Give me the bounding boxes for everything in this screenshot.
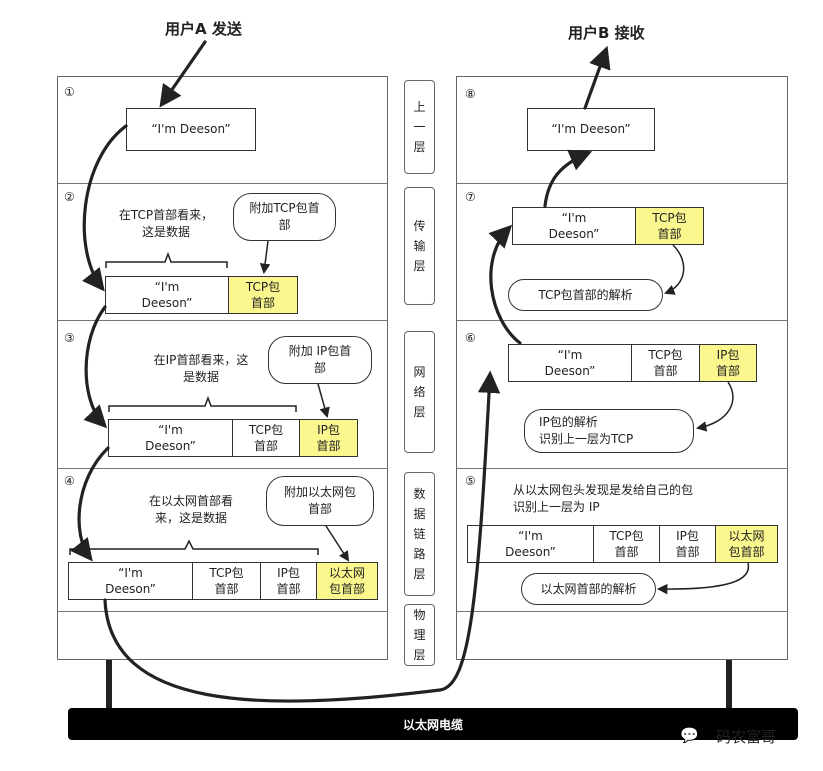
tcp-header-cell: TCP包 首部 [228,277,297,313]
receiver-cable-leg [726,660,732,710]
row-divider [58,611,387,612]
layer-upper: 上一层 [404,80,435,174]
row-divider [457,320,787,321]
row-divider [457,468,787,469]
receiver-payload-box: “I'm Deeson” [527,108,655,151]
sender-title: 用户A 发送 [165,20,242,38]
ip-header-cell: IP包 首部 [299,420,357,456]
payload-cell: “I'm Deeson” [105,566,156,596]
row-divider [457,183,787,184]
rx-ip-packet: “I'm Deeson” TCP包 首部 IP包 首部 [508,344,757,382]
attach-ip-bubble: 附加 IP包首 部 [268,336,372,384]
ip-parse-bubble: IP包的解析 识别上一层为TCP [524,409,694,453]
step-6: ⑥ [465,331,476,345]
step-8: ⑧ [465,87,476,101]
layer-transport: 传输层 [404,187,435,305]
tcp-header-cell: TCP包 首部 [631,345,699,381]
sender-payload-box: “I'm Deeson” [126,108,256,151]
rx-ethernet-frame: “I'm Deeson” TCP包 首部 IP包 首部 以太网 包首部 [467,525,778,563]
sender-cable-leg [106,660,112,710]
eth-header-cell: 以太网 包首部 [316,563,377,599]
step-1: ① [64,85,75,99]
watermark-text: 码农富哥 [716,728,777,746]
ip-header-cell: IP包 首部 [260,563,316,599]
tcp-data-note: 在TCP首部看来， 这是数据 [118,208,214,239]
step-3: ③ [64,331,75,345]
layer-network: 网络层 [404,331,435,453]
eth-data-note: 在以太网首部看 来，这是数据 [148,494,233,525]
row-divider [457,611,787,612]
ip-data-note: 在IP首部看来，这 是数据 [153,353,249,384]
ip-header-cell: IP包 首部 [699,345,756,381]
payload-cell: “I'm Deeson” [548,211,600,241]
payload-cell: “I'm Deeson” [141,280,193,310]
step-7: ⑦ [465,190,476,204]
ip-packet: “I'm Deeson” TCP包 首部 IP包 首部 [108,419,358,457]
watermark-icon: 💬 [680,726,699,744]
ethernet-cable: 以太网电缆 [68,708,798,740]
tcp-header-cell: TCP包 首部 [232,420,299,456]
payload-cell: “I'm Deeson” [505,529,556,559]
layer-datalink: 数据链路层 [404,472,435,596]
tcp-segment: “I'm Deeson” TCP包 首部 [105,276,298,314]
attach-tcp-bubble: 附加TCP包首 部 [233,193,336,241]
eth-receive-note: 从以太网包头发现是发给自己的包 识别上一层为 IP [513,483,694,514]
tcp-header-cell: TCP包 首部 [635,208,703,244]
ip-header-cell: IP包 首部 [659,526,715,562]
tcp-parse-bubble: TCP包首部的解析 [508,279,663,311]
step-5: ⑤ [465,474,476,488]
tcp-header-cell: TCP包 首部 [593,526,659,562]
attach-eth-bubble: 附加以太网包 首部 [266,476,374,526]
step-4: ④ [64,474,75,488]
eth-parse-bubble: 以太网首部的解析 [521,573,656,605]
layer-physical: 物理层 [404,604,435,666]
row-divider [58,320,387,321]
rx-tcp-segment: “I'm Deeson” TCP包 首部 [512,207,704,245]
row-divider [58,468,387,469]
step-2: ② [64,190,75,204]
payload-cell: “I'm Deeson” [544,348,596,378]
eth-header-cell: 以太网 包首部 [715,526,777,562]
receiver-title: 用户B 接收 [568,24,645,42]
tcp-header-cell: TCP包 首部 [192,563,260,599]
row-divider [58,183,387,184]
payload-cell: “I'm Deeson” [145,423,196,453]
ethernet-frame: “I'm Deeson” TCP包 首部 IP包 首部 以太网 包首部 [68,562,378,600]
